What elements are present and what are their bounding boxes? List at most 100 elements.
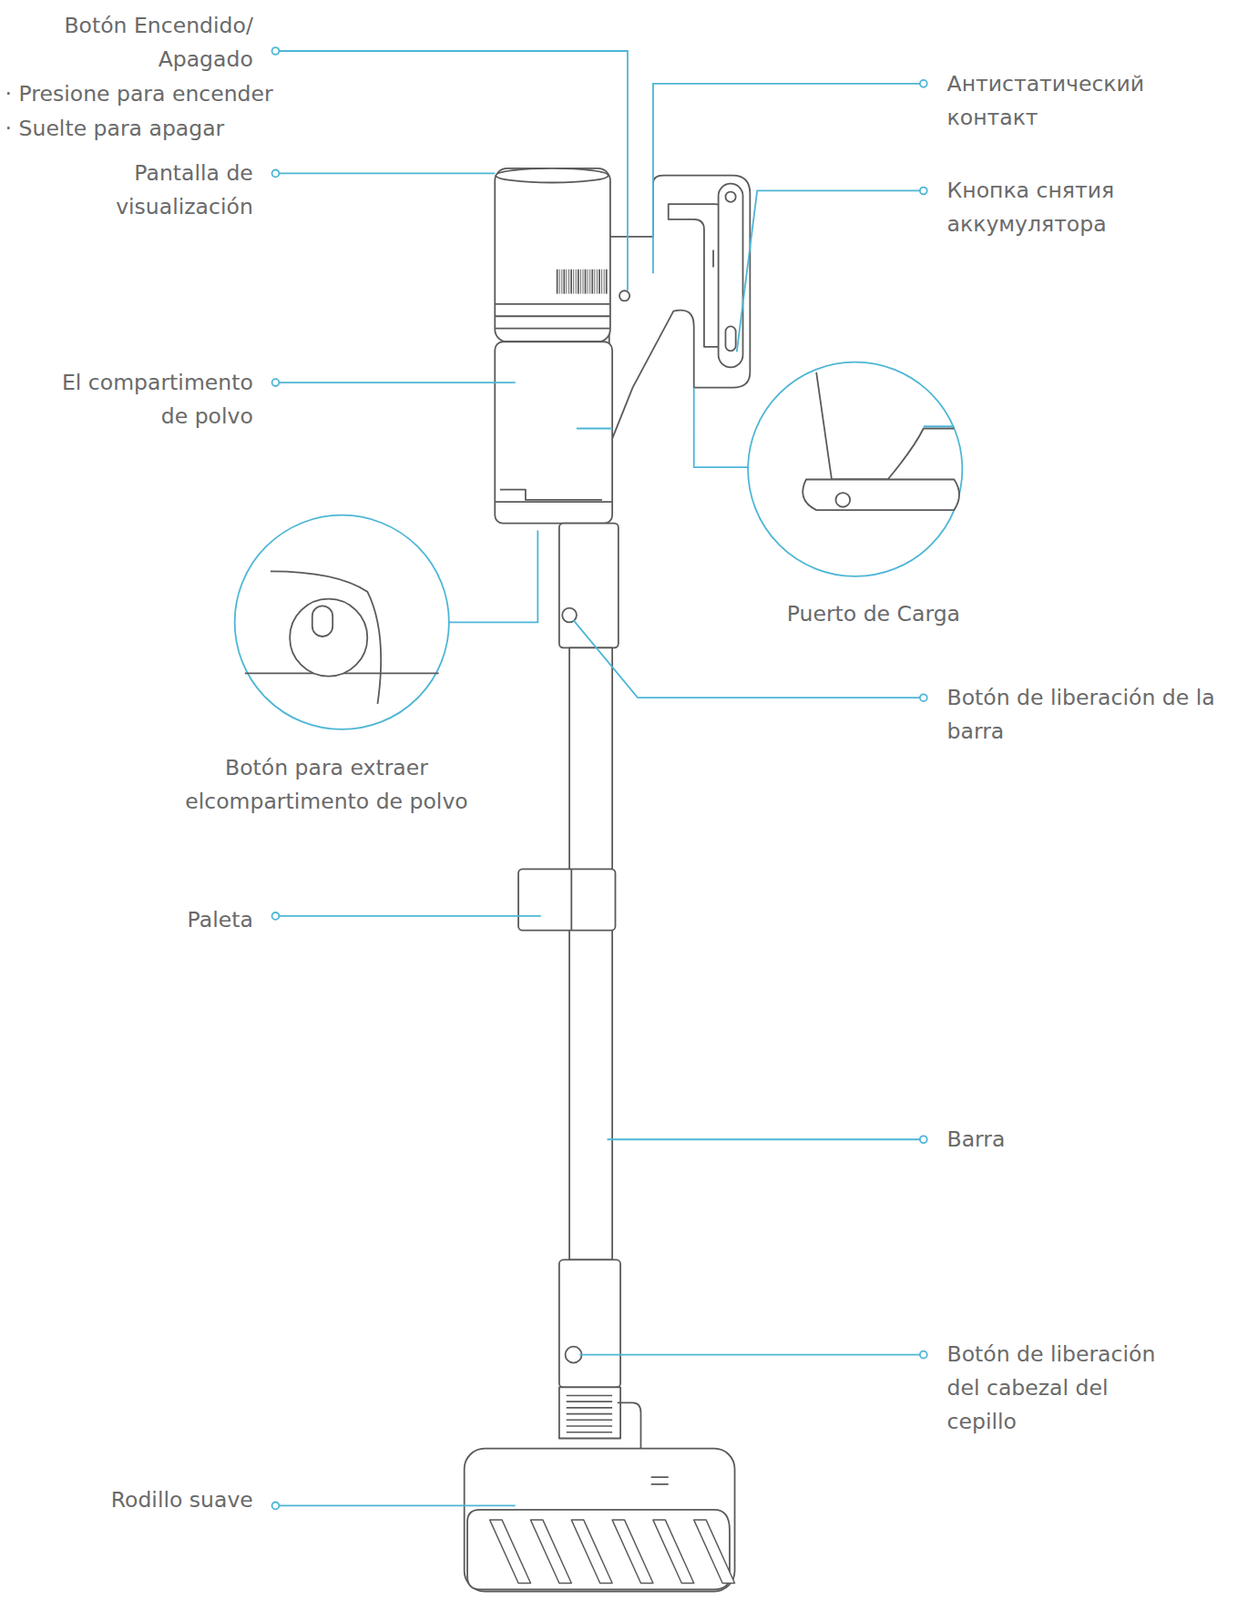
- soft-roller: [467, 1510, 730, 1590]
- release-ring: [289, 599, 368, 677]
- neck-spring: [566, 1395, 613, 1433]
- leader-line: [275, 1505, 515, 1508]
- leader-line: [275, 915, 541, 918]
- roller-stripe: [571, 1520, 613, 1584]
- leader-line: [607, 1138, 924, 1141]
- lower-collar: [559, 1259, 621, 1388]
- barcode-bar: [601, 269, 603, 295]
- leader-line: [275, 381, 515, 384]
- leader-dot: [920, 694, 928, 702]
- brush-release-button: [565, 1347, 583, 1364]
- barcode-bar: [591, 269, 594, 295]
- port-base-detail: [802, 479, 960, 511]
- barcode-bar: [556, 269, 559, 295]
- dust-compartment: [494, 341, 613, 523]
- part-label: Кнопка снятия аккумулятора: [947, 173, 1223, 242]
- barcode-bar: [584, 269, 587, 295]
- spring-coil: [566, 1395, 613, 1398]
- part-label: El compartimento de polvo: [43, 366, 254, 434]
- leader-dot: [920, 1135, 928, 1144]
- handle: [609, 175, 751, 440]
- dust-release-detail: [245, 571, 440, 705]
- leader-line: [576, 388, 749, 468]
- power-button: [619, 290, 630, 301]
- dust-base: [494, 501, 613, 503]
- leader-line: [653, 83, 924, 274]
- handle-mark: [712, 249, 715, 267]
- leader-dot: [920, 1351, 928, 1360]
- part-label: Botón para extraer elcompartimento de po…: [173, 751, 480, 819]
- roller-stripe: [612, 1520, 654, 1584]
- leader-dot: [272, 1502, 280, 1510]
- barcode-bar: [577, 269, 580, 295]
- barcode-bar: [593, 269, 595, 295]
- part-label: Paleta: [100, 903, 254, 938]
- battery-grille: [725, 192, 736, 203]
- leader-dot: [920, 80, 928, 88]
- leader-line: [573, 620, 924, 698]
- part-label: Barra: [947, 1123, 1152, 1157]
- barcode-bar: [598, 269, 601, 295]
- bar: [569, 647, 613, 1260]
- charging-port-callout: [747, 362, 962, 577]
- charging-port: [835, 492, 850, 508]
- part-label: Антистатический контакт: [947, 66, 1223, 134]
- head-mark: [651, 1483, 669, 1486]
- clip-edge: [570, 869, 573, 931]
- spring-coil: [566, 1432, 613, 1434]
- spring-coil: [566, 1401, 613, 1403]
- barcode-bar: [565, 269, 567, 295]
- part-label: · Presione para encender: [5, 77, 332, 112]
- dust-release-button: [312, 605, 333, 637]
- barcode-bar: [587, 269, 589, 295]
- part-label: Botón de liberación de la barra: [947, 681, 1238, 749]
- brush-head: [464, 1449, 736, 1593]
- ring: [494, 327, 611, 330]
- paleta-clip: [518, 869, 615, 931]
- leader-line: [275, 173, 495, 175]
- barcode-bar: [605, 269, 608, 295]
- roller-stripe: [694, 1520, 736, 1584]
- leader-dot: [272, 47, 280, 55]
- roller-stripe: [490, 1520, 532, 1584]
- leader-line: [275, 51, 627, 291]
- dust-release-callout: [235, 515, 450, 730]
- tube-collar: [559, 523, 619, 649]
- barcode-bar: [572, 269, 574, 295]
- ring: [494, 315, 611, 318]
- leader-dot: [920, 187, 928, 195]
- barcode-bar: [570, 269, 573, 295]
- leader-dot: [272, 378, 280, 387]
- display-screen: [495, 168, 608, 184]
- dust-latch: [500, 490, 603, 501]
- leader-line: [579, 1354, 924, 1357]
- neck-joint: [617, 1402, 642, 1449]
- barcode-bar: [582, 269, 584, 295]
- spring-coil: [566, 1413, 613, 1416]
- barcode-bar: [561, 269, 563, 295]
- roller-stripe: [531, 1520, 573, 1584]
- barcode-bar: [568, 269, 570, 295]
- barcode-bar: [596, 269, 598, 295]
- neck: [559, 1387, 621, 1439]
- part-label: Rodillo suave: [49, 1483, 254, 1517]
- barcode-bar: [580, 269, 582, 295]
- leader-line: [449, 531, 538, 624]
- leader-line: [736, 190, 924, 352]
- motor-housing: [494, 168, 611, 342]
- leader-line: [923, 425, 955, 428]
- leader-dot: [272, 170, 280, 178]
- barcode-bar: [603, 269, 605, 295]
- battery-pack: [718, 184, 744, 369]
- spring-coil: [566, 1407, 613, 1410]
- barcode-bar: [575, 269, 577, 295]
- head-mark: [651, 1476, 669, 1479]
- barcode-bar: [562, 269, 565, 295]
- ring: [494, 303, 611, 306]
- leader-dot: [272, 912, 280, 921]
- port-handle-detail: [816, 372, 954, 481]
- vacuum-body: [235, 168, 963, 1593]
- part-label: Botón Encendido/ Apagado: [13, 9, 254, 77]
- part-label: · Suelte para apagar: [5, 112, 332, 146]
